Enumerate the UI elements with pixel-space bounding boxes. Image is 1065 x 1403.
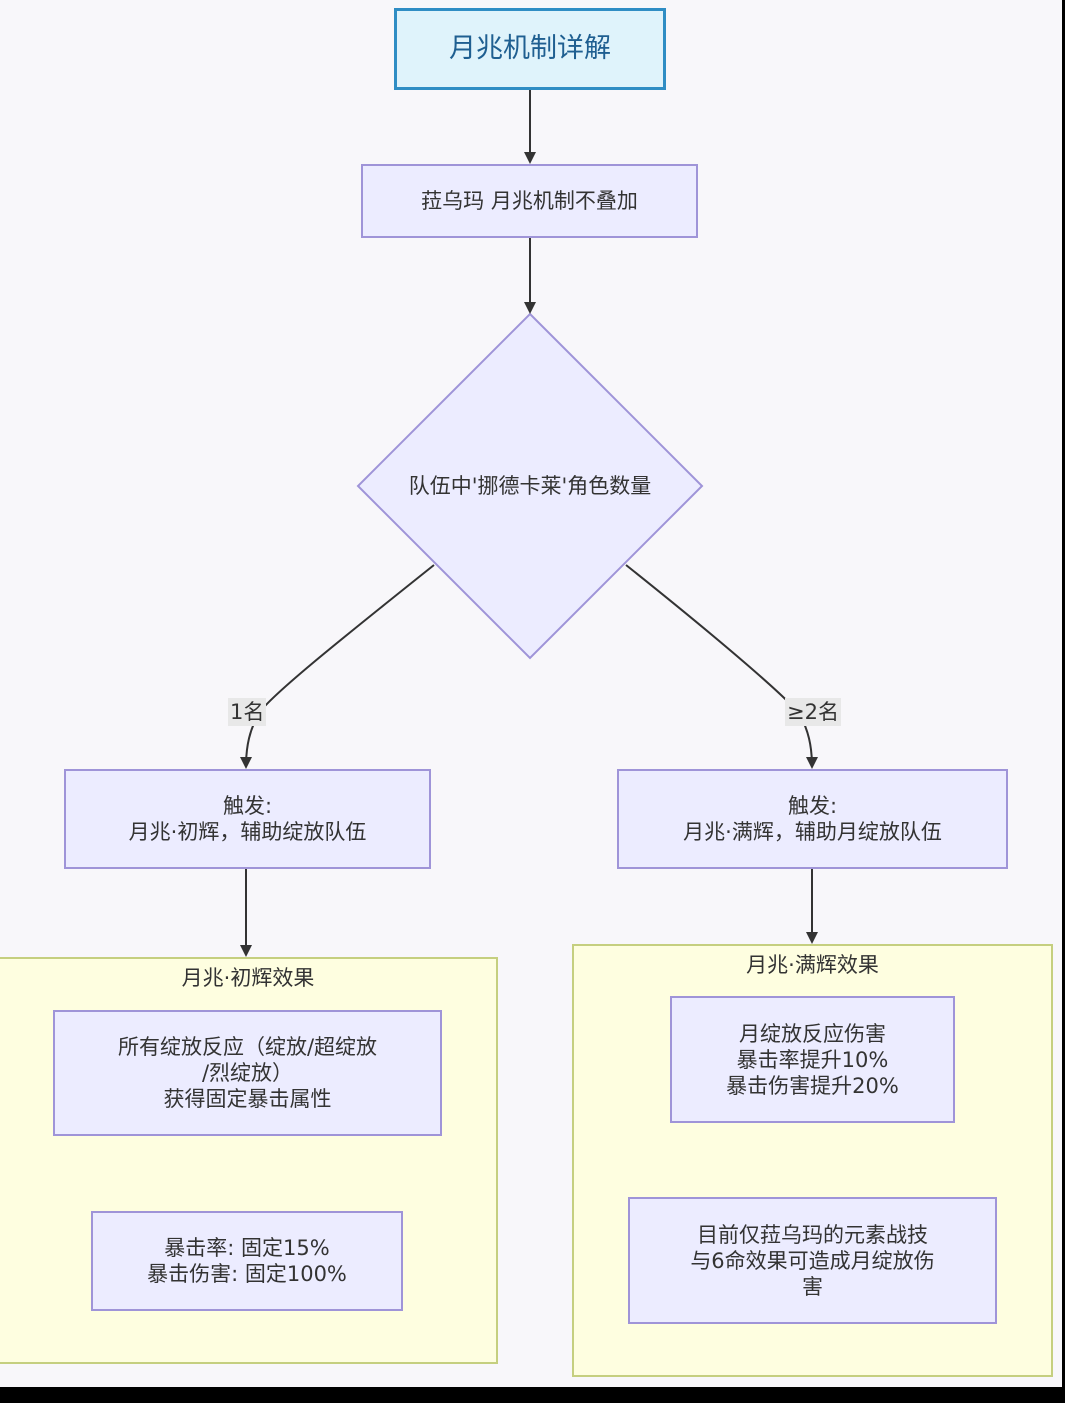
title-node: 月兆机制详解 (394, 8, 666, 90)
node-right-effect-2: 目前仅菈乌玛的元素战技 与6命效果可造成月绽放伤 害 (628, 1197, 997, 1324)
node-right-trigger: 触发: 月兆·满辉，辅助月绽放队伍 (617, 769, 1008, 869)
node-left-effect-1: 所有绽放反应（绽放/超绽放 /烈绽放） 获得固定暴击属性 (53, 1010, 442, 1136)
cluster-left-label: 月兆·初辉效果 (181, 966, 315, 990)
node-left-effect-2: 暴击率: 固定15% 暴击伤害: 固定100% (91, 1211, 403, 1311)
decision-diamond (356, 312, 704, 660)
edge-decision-to-right (625, 564, 818, 769)
node-no-stack: 菈乌玛 月兆机制不叠加 (361, 164, 698, 238)
node-right-effect-1: 月绽放反应伤害 暴击率提升10% 暴击伤害提升20% (670, 996, 955, 1123)
cluster-right-label: 月兆·满辉效果 (746, 953, 879, 977)
node-left-trigger: 触发: 月兆·初辉，辅助绽放队伍 (64, 769, 431, 869)
edge-label-left: 1名 (228, 698, 267, 726)
edge-decision-to-left (240, 564, 435, 769)
decision-label: 队伍中'挪德卡莱'角色数量 (408, 474, 652, 498)
bottom-bar (0, 1387, 1065, 1403)
right-frame-edge (1062, 0, 1065, 1403)
edge-label-right: ≥2名 (785, 698, 841, 726)
